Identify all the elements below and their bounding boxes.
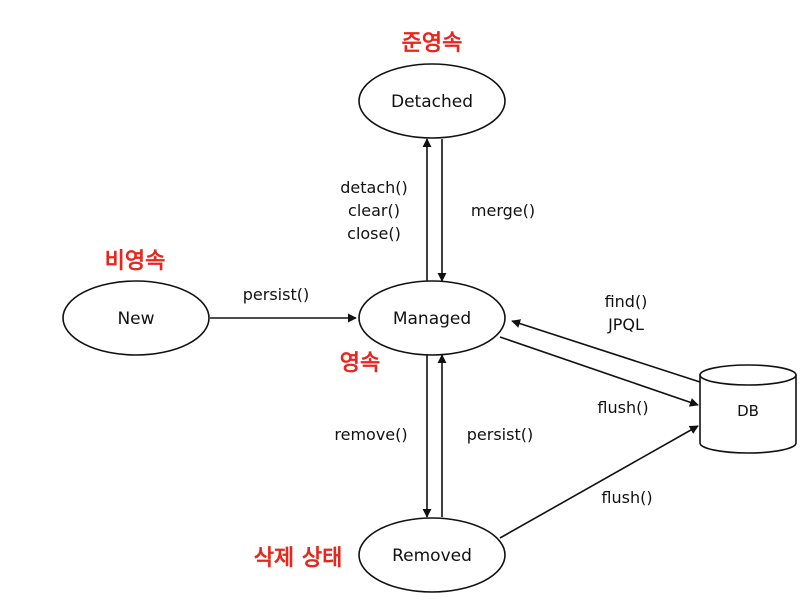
- edge-label-merge: merge(): [471, 201, 535, 220]
- edge-label-remove: remove(): [334, 425, 407, 444]
- node-new: New: [62, 280, 210, 356]
- edge-label-close: close(): [347, 224, 401, 243]
- edge-managed-to-db: [499, 336, 699, 407]
- edge-removed-to-db: [499, 425, 699, 539]
- edge-label-jpql: JPQL: [607, 315, 644, 334]
- edge-label-clear: clear(): [348, 201, 400, 220]
- node-label-removed: Removed: [392, 546, 472, 566]
- edge-label-detach: detach(): [340, 178, 408, 197]
- edge-label-persist-removed: persist(): [467, 425, 533, 444]
- edge-label-find: find(): [605, 292, 648, 311]
- node-removed: Removed: [358, 517, 506, 593]
- edge-label-persist-new: persist(): [243, 285, 309, 304]
- state-label-detached: 준영속: [402, 31, 463, 56]
- database-cylinder: DB: [699, 364, 797, 454]
- edge-db-to-managed: [511, 319, 701, 383]
- node-label-managed: Managed: [393, 309, 471, 329]
- state-label-managed: 영속: [340, 351, 380, 376]
- node-detached: Detached: [358, 63, 506, 139]
- node-label-db: DB: [737, 402, 759, 420]
- state-label-removed: 삭제 상태: [254, 546, 343, 571]
- state-label-new: 비영속: [105, 249, 166, 274]
- edge-label-flush-removed: flush(): [601, 488, 652, 507]
- edge-label-flush-managed: flush(): [597, 398, 648, 417]
- node-label-detached: Detached: [391, 92, 473, 112]
- node-label-new: New: [117, 309, 154, 329]
- node-managed: Managed: [358, 280, 506, 356]
